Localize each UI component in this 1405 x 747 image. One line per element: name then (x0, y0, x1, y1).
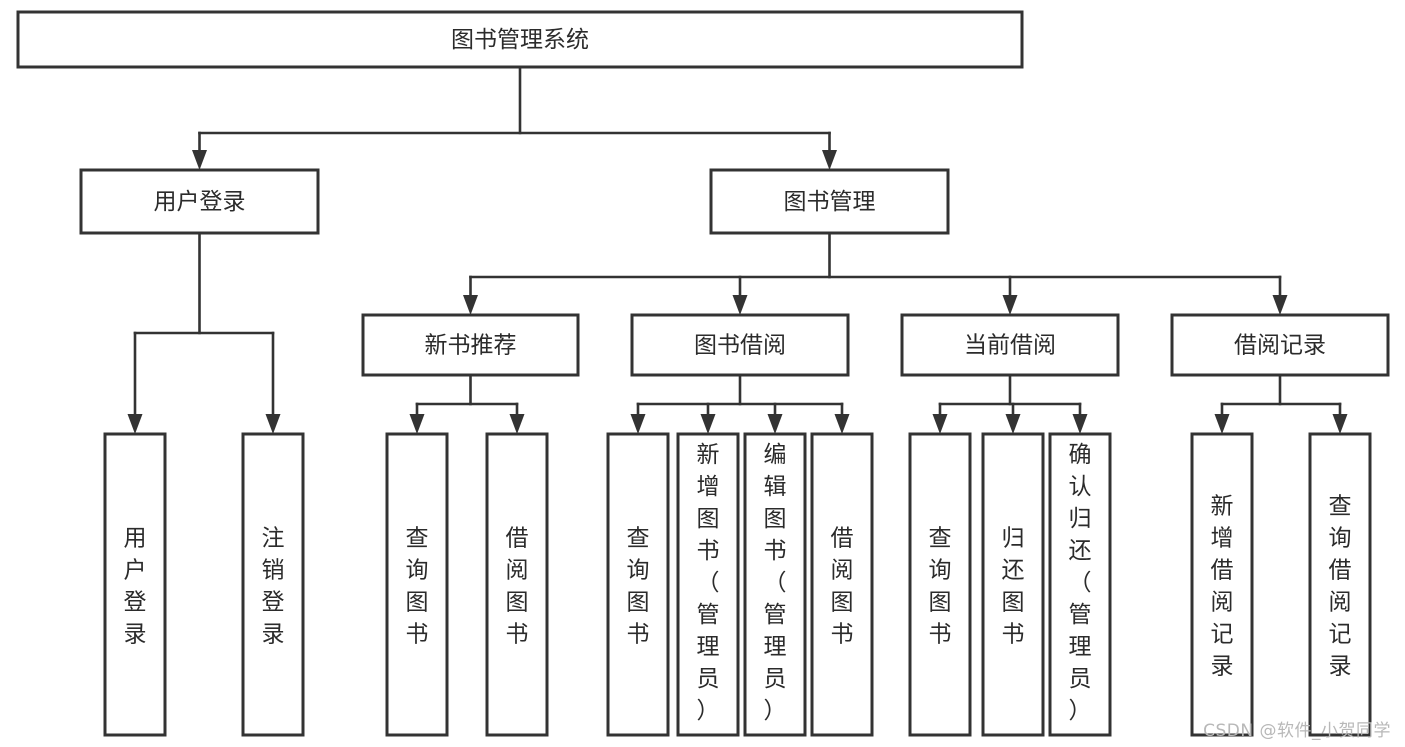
connector-layer (127, 65, 1348, 434)
diagram-node-leaf-cur-query[interactable]: 查询图书 (908, 432, 972, 737)
arrow-head-icon (463, 295, 478, 315)
node-label: 图书管理 (784, 189, 876, 215)
arrow-head-icon (1072, 414, 1088, 434)
diagram-node-leaf-rec-search[interactable]: 查询借阅记录 (1308, 432, 1372, 737)
node-box (743, 432, 807, 737)
arrow-head-icon (630, 414, 646, 434)
diagram-node-leaf-cur-return[interactable]: 归还图书 (981, 432, 1045, 737)
arrow-head-icon (1214, 414, 1230, 434)
node-layer: 图书管理系统用户登录图书管理新书推荐图书借阅当前借阅借阅记录用户登录注销登录查询… (16, 10, 1390, 737)
diagram-node-leaf-logout[interactable]: 注销登录 (241, 432, 305, 737)
connector-group (127, 231, 281, 434)
arrow-head-icon (409, 414, 425, 434)
diagram-node-leaf-borrow-add[interactable]: 新增图书（管理员） (676, 432, 740, 737)
node-box (1048, 432, 1112, 737)
arrow-head-icon (265, 414, 281, 434)
node-label: 查询图书 (929, 525, 952, 647)
arrow-head-icon (127, 414, 143, 434)
arrow-head-icon (732, 295, 748, 315)
node-box (385, 432, 449, 737)
diagram-node-leaf-rec-add[interactable]: 新增借阅记录 (1190, 432, 1254, 737)
diagram-node-leaf-user-login[interactable]: 用户登录 (103, 432, 167, 737)
connector-group (463, 231, 1288, 315)
arrow-head-icon (1005, 414, 1021, 434)
node-label: 图书借阅 (694, 333, 786, 359)
arrow-head-icon (700, 414, 716, 434)
arrow-head-icon (767, 414, 783, 434)
diagram-node-leaf-cur-confirm[interactable]: 确认归还（管理员） (1048, 432, 1112, 737)
node-label: 借阅记录 (1234, 333, 1326, 359)
node-box (676, 432, 740, 737)
node-label: 查询借阅记录 (1329, 493, 1352, 679)
connector-group (630, 373, 850, 434)
node-label: 注销登录 (262, 525, 285, 647)
node-label: 借阅图书 (831, 525, 854, 647)
arrow-head-icon (192, 150, 207, 170)
node-box (1308, 432, 1372, 737)
node-label: 新增图书（管理员） (697, 442, 720, 724)
connector-group (409, 373, 525, 434)
arrow-head-icon (1002, 295, 1018, 315)
node-box (1190, 432, 1254, 737)
arrow-head-icon (822, 150, 837, 170)
arrow-head-icon (509, 414, 525, 434)
diagram-node-leaf-borrow-do[interactable]: 借阅图书 (810, 432, 874, 737)
node-label: 新增借阅记录 (1211, 493, 1234, 679)
node-box (908, 432, 972, 737)
node-box (1170, 313, 1390, 377)
node-box (900, 313, 1120, 377)
node-label: 用户登录 (124, 525, 147, 647)
diagram-node-leaf-rec-borrow[interactable]: 借阅图书 (485, 432, 549, 737)
arrow-head-icon (1332, 414, 1348, 434)
node-label: 借阅图书 (506, 525, 529, 647)
diagram-node-root[interactable]: 图书管理系统 (16, 10, 1024, 69)
diagram-node-book-manage[interactable]: 图书管理 (709, 168, 950, 235)
node-box (606, 432, 670, 737)
node-label: 确认归还（管理员） (1069, 442, 1092, 724)
node-box (810, 432, 874, 737)
node-box (241, 432, 305, 737)
node-label: 新书推荐 (425, 333, 517, 359)
diagram-node-user-login[interactable]: 用户登录 (79, 168, 320, 235)
node-box (630, 313, 850, 377)
arrow-head-icon (932, 414, 948, 434)
connector-group (1214, 373, 1348, 434)
diagram-node-book-borrow[interactable]: 图书借阅 (630, 313, 850, 377)
diagram-node-leaf-rec-query[interactable]: 查询图书 (385, 432, 449, 737)
diagram-node-new-book-rec[interactable]: 新书推荐 (361, 313, 580, 377)
node-label: 查询图书 (627, 525, 650, 647)
diagram-node-leaf-borrow-edit[interactable]: 编辑图书（管理员） (743, 432, 807, 737)
node-box (709, 168, 950, 235)
node-box (79, 168, 320, 235)
node-label: 归还图书 (1002, 525, 1025, 647)
diagram-node-current-borrow[interactable]: 当前借阅 (900, 313, 1120, 377)
arrow-head-icon (834, 414, 850, 434)
node-box (103, 432, 167, 737)
node-label: 编辑图书（管理员） (764, 442, 787, 724)
node-box (981, 432, 1045, 737)
arrow-head-icon (1272, 295, 1288, 315)
node-label: 用户登录 (154, 189, 246, 215)
node-label: 查询图书 (406, 525, 429, 647)
node-box (16, 10, 1024, 69)
node-label: 当前借阅 (964, 333, 1056, 359)
connector-group (192, 65, 837, 170)
node-box (485, 432, 549, 737)
node-label: 图书管理系统 (451, 27, 589, 53)
diagram-node-borrow-record[interactable]: 借阅记录 (1170, 313, 1390, 377)
node-box (361, 313, 580, 377)
diagram-node-leaf-borrow-query[interactable]: 查询图书 (606, 432, 670, 737)
connector-group (932, 373, 1088, 434)
